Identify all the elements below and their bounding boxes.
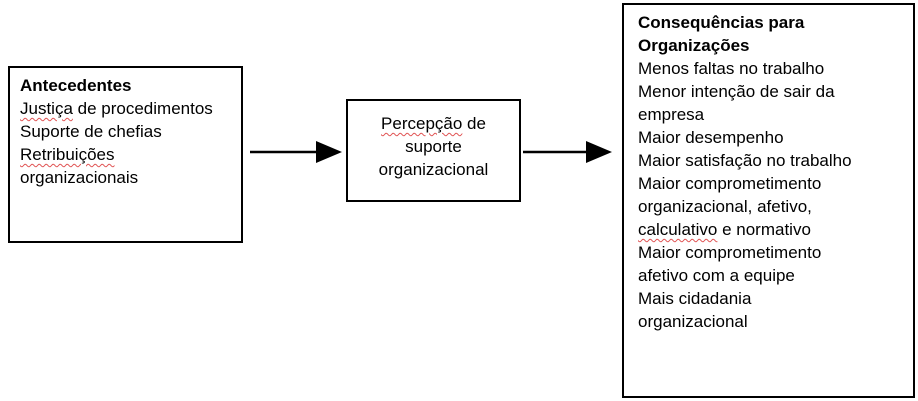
arrow-head xyxy=(316,141,342,163)
text-segment: organizacionais xyxy=(20,168,139,187)
misspelled-word: Justiça xyxy=(20,99,73,118)
box-consequencias-title: Consequências para Organizações xyxy=(638,13,805,55)
box-antecedentes-title: Antecedentes xyxy=(20,76,132,95)
text-segment: Menor intenção de sair da empresa xyxy=(638,82,835,124)
box-percepcao-text: Percepção de suporte organizacional xyxy=(352,112,515,181)
text-segment: Maior comprometimento organizacional, af… xyxy=(638,174,822,216)
diagram-text-line: Percepção de suporte organizacional xyxy=(352,112,515,181)
diagram-text-line: Mais cidadania organizacional xyxy=(638,287,865,333)
text-segment: e normativo xyxy=(717,220,811,239)
diagram-text-line: Maior desempenho xyxy=(638,126,865,149)
diagram-text-line: Justiça de procedimentos xyxy=(20,97,217,120)
diagram-text-line: Menos faltas no trabalho xyxy=(638,57,865,80)
diagram-text-line: Suporte de chefias xyxy=(20,120,217,143)
misspelled-word: Retribuições xyxy=(20,145,115,164)
text-segment: Maior comprometimento afetivo com a equi… xyxy=(638,243,822,285)
diagram-text-line: Maior comprometimento organizacional, af… xyxy=(638,172,865,241)
text-segment: Menos faltas no trabalho xyxy=(638,59,825,78)
diagram-text-line: Retribuições organizacionais xyxy=(20,143,217,189)
box-percepcao: Percepção de suporte organizacional xyxy=(346,99,521,202)
text-segment: de suporte organizacional xyxy=(378,114,489,179)
arrow-antecedentes-to-percepcao-icon xyxy=(250,141,342,163)
arrow-head xyxy=(586,141,612,163)
misspelled-word: calculativo xyxy=(638,220,718,239)
misspelled-word: Percepção xyxy=(381,114,463,133)
text-segment: de procedimentos xyxy=(72,99,213,118)
diagram-text-line: Menor intenção de sair da empresa xyxy=(638,80,865,126)
diagram-text-line: Maior comprometimento afetivo com a equi… xyxy=(638,241,865,287)
text-segment: Maior desempenho xyxy=(638,128,784,147)
text-segment: Suporte de chefias xyxy=(20,122,162,141)
arrow-percepcao-to-consequencias-icon xyxy=(523,141,612,163)
diagram-text-line: Maior satisfação no trabalho xyxy=(638,149,865,172)
text-segment: Mais cidadania organizacional xyxy=(638,289,752,331)
text-segment: Maior satisfação no trabalho xyxy=(638,151,852,170)
box-consequencias: Consequências para Organizações Menos fa… xyxy=(622,3,915,398)
